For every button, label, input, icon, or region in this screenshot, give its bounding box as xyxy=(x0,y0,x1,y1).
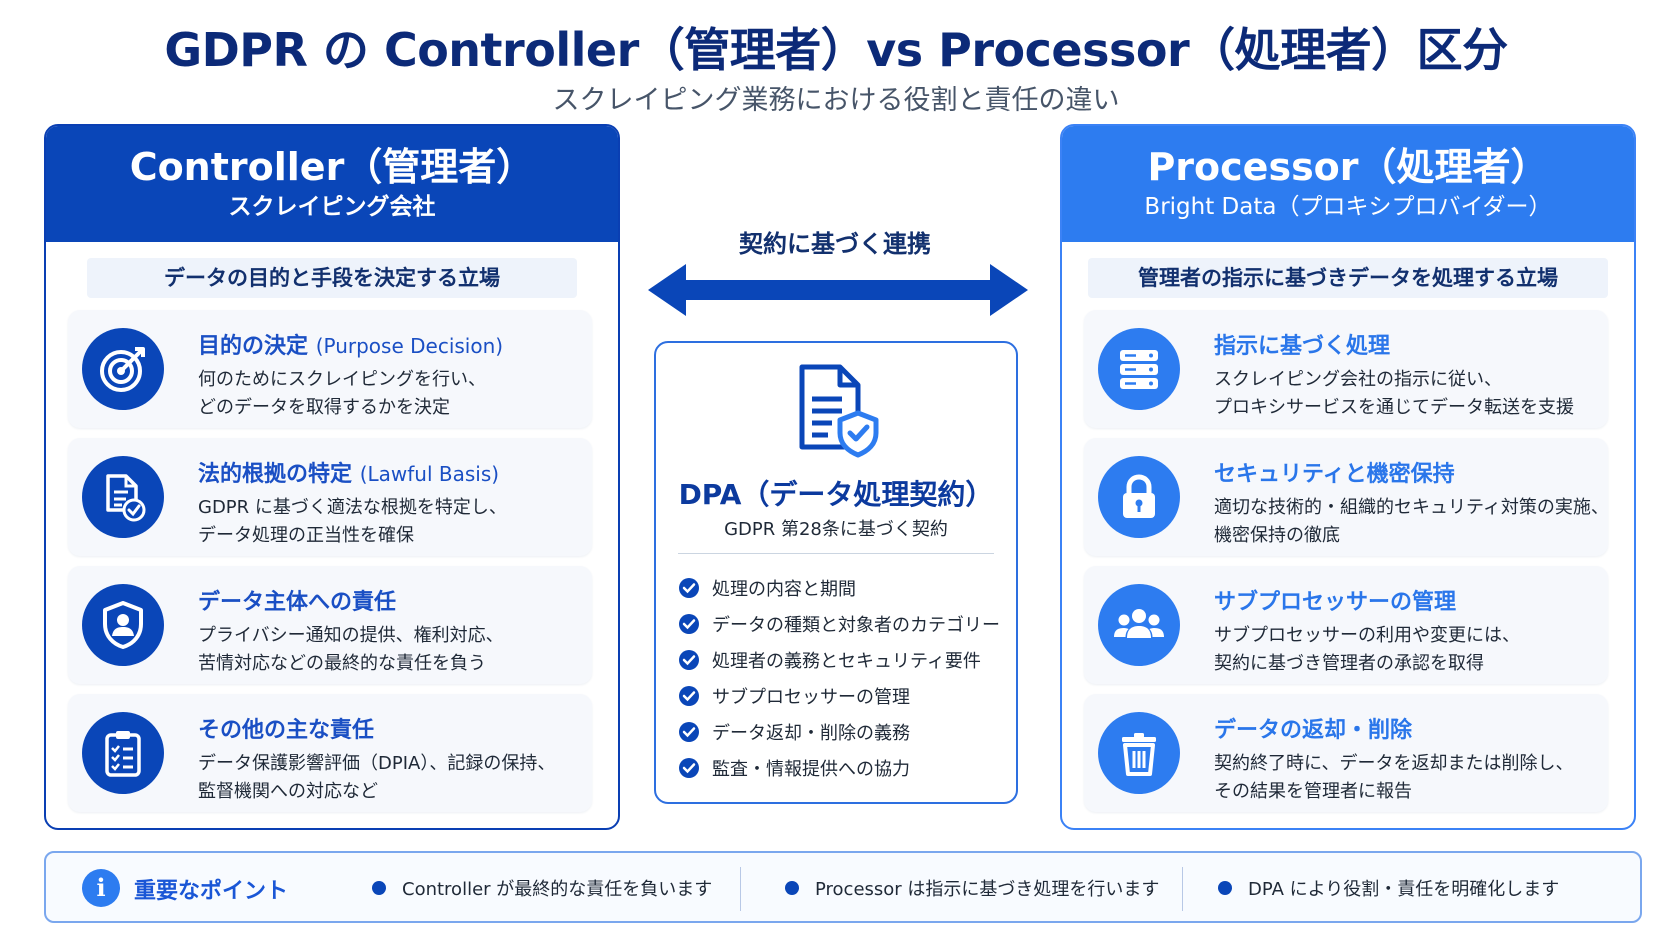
card-title: データの返却・削除 xyxy=(1214,718,1413,743)
card-title: サブプロセッサーの管理 xyxy=(1214,590,1457,615)
server-icon xyxy=(1098,328,1180,410)
card-text: 何のためにスクレイピングを行い、どのデータを取得するかを決定 xyxy=(198,369,486,418)
list-item: サブプロセッサーの管理 xyxy=(678,678,1000,714)
info-icon: i xyxy=(82,869,120,907)
processor-card-instructions: 指示に基づく処理 スクレイピング会社の指示に従い、プロキシサービスを通じてデータ… xyxy=(1084,310,1608,428)
check-circle-icon xyxy=(679,722,699,742)
dpa-subtitle: GDPR 第28条に基づく契約 xyxy=(724,519,948,540)
list-item: 処理者の義務とセキュリティ要件 xyxy=(678,642,1000,678)
card-title: 目的の決定 (Purpose Decision) xyxy=(198,334,504,359)
list-item: データ返却・削除の義務 xyxy=(678,714,1000,750)
controller-card-other: その他の主な責任 データ保護影響評価（DPIA）、記録の保持、監督機関への対応な… xyxy=(68,694,592,812)
card-title: その他の主な責任 xyxy=(198,718,375,743)
document-check-icon xyxy=(82,456,164,538)
key-point: Processor は指示に基づき処理を行います xyxy=(785,875,1159,901)
card-title: セキュリティと機密保持 xyxy=(1214,462,1455,487)
key-point: DPA により役割・責任を明確化します xyxy=(1218,875,1559,901)
processor-header: Processor（処理者） Bright Data（プロキシプロバイダー） xyxy=(1062,126,1634,242)
check-circle-icon xyxy=(679,686,699,706)
key-points-title: 重要なポイント xyxy=(134,879,289,904)
check-circle-icon xyxy=(679,578,699,598)
controller-subtitle: スクレイピング会社 xyxy=(228,194,436,220)
check-circle-icon xyxy=(679,758,699,778)
processor-role: 管理者の指示に基づきデータを処理する立場 xyxy=(1088,258,1608,298)
card-text: 適切な技術的・組織的セキュリティ対策の実施、機密保持の徹底 xyxy=(1214,497,1609,546)
card-text: サブプロセッサーの利用や変更には、契約に基づき管理者の承認を取得 xyxy=(1214,625,1520,674)
dpa-title: DPA（データ処理契約） xyxy=(678,478,994,511)
key-points-bar: i 重要なポイント Controller が最終的な責任を負います Proces… xyxy=(44,851,1642,923)
processor-card-security: セキュリティと機密保持 適切な技術的・組織的セキュリティ対策の実施、機密保持の徹… xyxy=(1084,438,1609,556)
bidirectional-arrow-icon xyxy=(648,264,1028,316)
list-item: 監査・情報提供への協力 xyxy=(678,750,1000,786)
trash-icon xyxy=(1098,712,1180,794)
card-text: データ保護影響評価（DPIA）、記録の保持、監督機関への対応など xyxy=(198,753,556,802)
controller-card-data-subject: データ主体への責任 プライバシー通知の提供、権利対応、苦情対応などの最終的な責任… xyxy=(68,566,592,684)
contract-shield-icon xyxy=(799,364,879,458)
controller-role: データの目的と手段を決定する立場 xyxy=(87,258,577,298)
dpa-box: DPA（データ処理契約） GDPR 第28条に基づく契約 処理の内容と期間 デー… xyxy=(654,341,1018,804)
processor-subtitle: Bright Data（プロキシプロバイダー） xyxy=(1144,194,1552,220)
clipboard-list-icon xyxy=(82,712,164,794)
shield-user-icon xyxy=(82,584,164,666)
controller-panel: Controller（管理者） スクレイピング会社 データの目的と手段を決定する… xyxy=(44,124,620,830)
controller-title: Controller（管理者） xyxy=(129,145,535,189)
bullet-dot xyxy=(1218,881,1232,895)
card-text: プライバシー通知の提供、権利対応、苦情対応などの最終的な責任を負う xyxy=(198,625,504,674)
divider xyxy=(740,867,741,911)
controller-header: Controller（管理者） スクレイピング会社 xyxy=(46,126,618,242)
dpa-checklist: 処理の内容と期間 データの種類と対象者のカテゴリー 処理者の義務とセキュリティ要… xyxy=(678,570,1000,786)
processor-card-return-delete: データの返却・削除 契約終了時に、データを返却または削除し、その結果を管理者に報… xyxy=(1084,694,1608,812)
divider xyxy=(1182,867,1183,911)
list-item: データの種類と対象者のカテゴリー xyxy=(678,606,1000,642)
page-subtitle: スクレイピング業務における役割と責任の違い xyxy=(552,85,1120,116)
divider xyxy=(678,553,994,554)
users-icon xyxy=(1098,584,1180,666)
processor-title: Processor（処理者） xyxy=(1147,145,1549,189)
processor-panel: Processor（処理者） Bright Data（プロキシプロバイダー） 管… xyxy=(1060,124,1636,830)
processor-card-subprocessor: サブプロセッサーの管理 サブプロセッサーの利用や変更には、契約に基づき管理者の承… xyxy=(1084,566,1608,684)
card-title: 法的根拠の特定 (Lawful Basis) xyxy=(198,462,500,487)
card-text: GDPR に基づく適法な根拠を特定し、データ処理の正当性を確保 xyxy=(198,497,507,546)
link-label: 契約に基づく連携 xyxy=(739,230,931,258)
list-item: 処理の内容と期間 xyxy=(678,570,1000,606)
check-circle-icon xyxy=(679,614,699,634)
card-text: スクレイピング会社の指示に従い、プロキシサービスを通じてデータ転送を支援 xyxy=(1214,369,1574,418)
card-text: 契約終了時に、データを返却または削除し、その結果を管理者に報告 xyxy=(1214,753,1574,802)
key-point: Controller が最終的な責任を負います xyxy=(372,875,712,901)
target-icon xyxy=(82,328,164,410)
bullet-dot xyxy=(785,881,799,895)
card-title: データ主体への責任 xyxy=(198,590,397,615)
controller-card-purpose: 目的の決定 (Purpose Decision) 何のためにスクレイピングを行い… xyxy=(68,310,592,428)
controller-card-lawful-basis: 法的根拠の特定 (Lawful Basis) GDPR に基づく適法な根拠を特定… xyxy=(68,438,592,556)
page-title: GDPR の Controller（管理者）vs Processor（処理者）区… xyxy=(164,23,1508,77)
bullet-dot xyxy=(372,881,386,895)
card-title: 指示に基づく処理 xyxy=(1214,334,1391,359)
check-circle-icon xyxy=(679,650,699,670)
lock-icon xyxy=(1098,456,1180,538)
